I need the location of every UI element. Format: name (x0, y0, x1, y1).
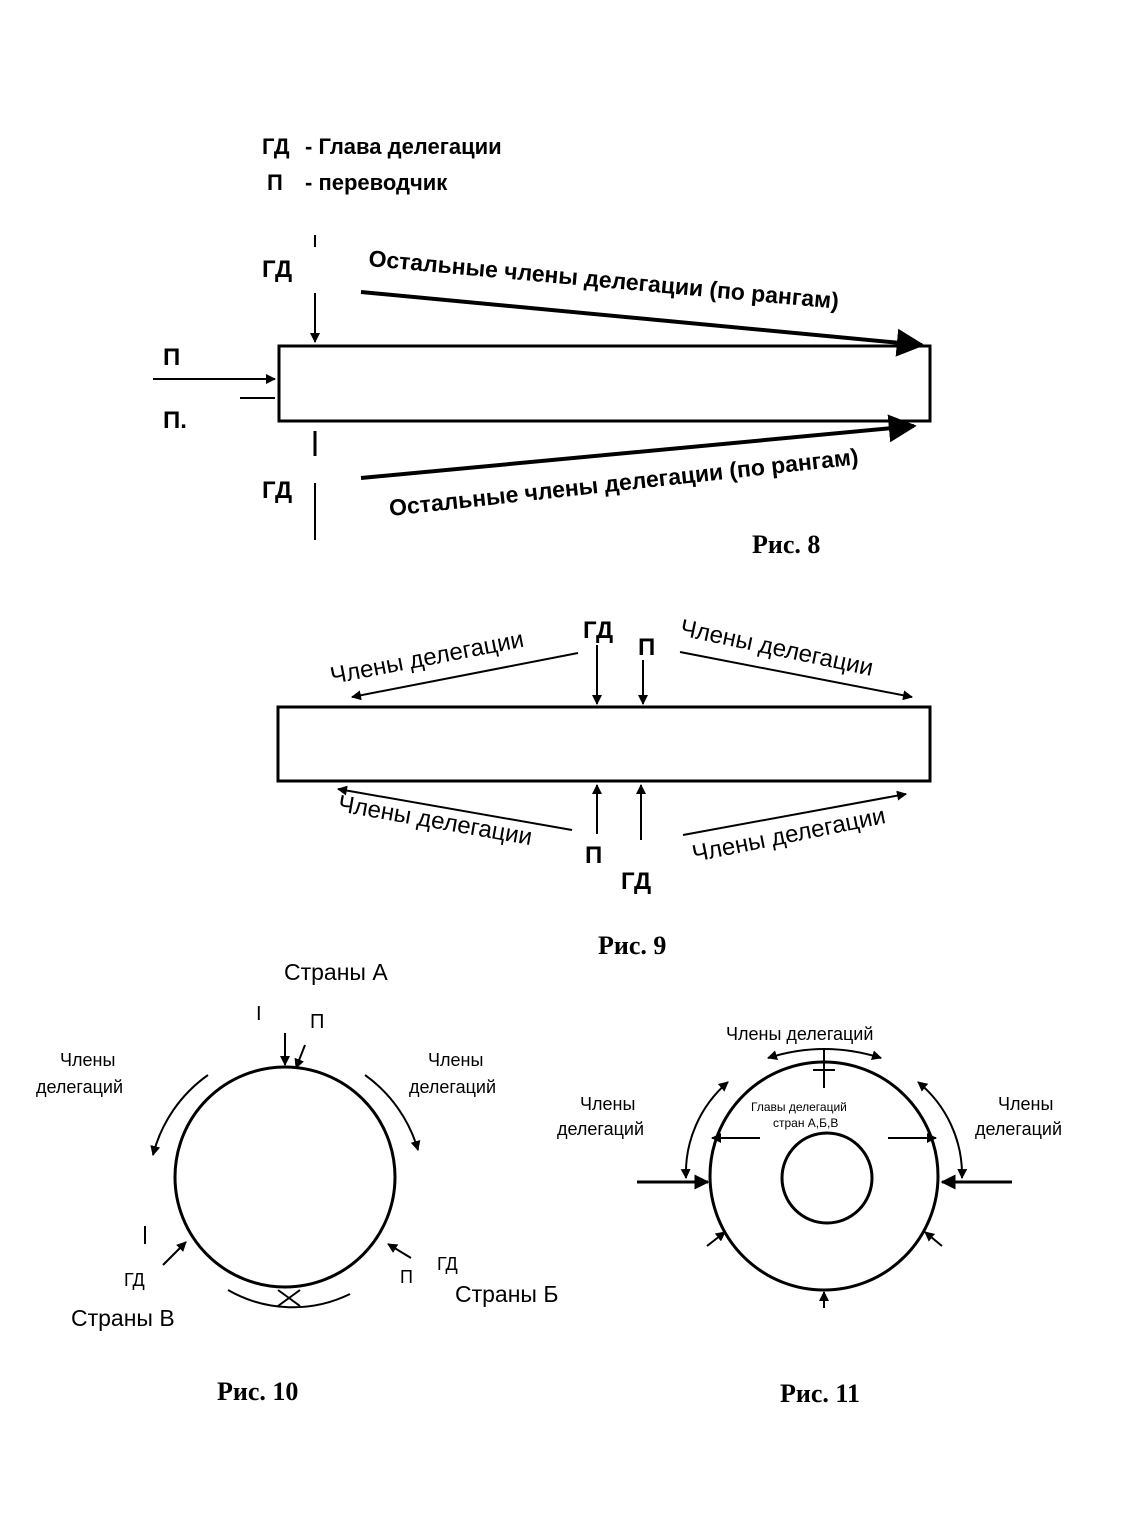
fig10-p-top: П (310, 1011, 324, 1033)
fig8-gd-top: ГД (262, 256, 292, 283)
fig10-countries-v: Страны В (71, 1305, 175, 1331)
fig9-p-bottom: П (585, 842, 602, 869)
fig10-gd-right-arrow (387, 1243, 412, 1259)
fig11-lower-left-arrow (706, 1231, 726, 1247)
fig10-members-left-arc (150, 1074, 209, 1156)
fig11-members-top: Члены делегаций (726, 1024, 873, 1044)
fig10-p-top-arrow (294, 1044, 306, 1069)
fig8-p-bottom: П. (163, 407, 187, 434)
fig10-gd-top: Ӏ (256, 1003, 262, 1025)
fig11-heads-2: стран А,Б,В (773, 1116, 838, 1130)
fig11-table (708, 1060, 940, 1292)
fig10-table (173, 1065, 397, 1289)
fig9-gd-top: ГД (583, 617, 613, 644)
fig10-members-right-2: делегаций (409, 1077, 496, 1097)
fig10-countries-b: Страны Б (455, 1281, 558, 1307)
fig9-members-top-right-arrow (679, 651, 913, 701)
fig11-members-right-1: Члены (998, 1094, 1053, 1114)
fig11-members-left-1: Члены (580, 1094, 635, 1114)
fig11-heads-1: Главы делегаций (751, 1100, 847, 1114)
fig8-p-top: П (163, 344, 180, 371)
legend-gd-abbr: ГД (262, 134, 290, 159)
fig11-caption: Рис. 11 (780, 1379, 860, 1408)
fig11: Члены делегаций Главы делегаций стран А,… (557, 1024, 1062, 1408)
fig8-caption: Рис. 8 (752, 530, 820, 559)
fig10: Страны А Ӏ П Члены делегаций Члены делег… (36, 959, 558, 1406)
fig9: ГД П П ГД Члены делегации Члены делегаци… (276, 614, 932, 960)
fig10-members-right-1: Члены (428, 1050, 483, 1070)
legend-p-desc: - переводчик (305, 170, 448, 195)
fig8-gd-bottom: ГД (262, 477, 292, 504)
fig11-members-right-arc (917, 1081, 968, 1179)
fig9-members-bottom-left-label: Члены делегации (336, 790, 534, 851)
legend-p-abbr: П (267, 170, 283, 195)
fig10-countries-a: Страны А (284, 959, 388, 985)
fig10-gd-right: ГД (437, 1254, 458, 1274)
fig9-members-bottom-left-arrow (337, 785, 573, 831)
fig9-caption: Рис. 9 (598, 931, 666, 960)
fig10-gd-left: ГД (124, 1270, 145, 1290)
fig9-members-top-left-arrow (351, 652, 579, 701)
fig8-members-bottom-arrow (360, 414, 917, 480)
legend: ГД - Глава делегации П - переводчик (262, 134, 502, 195)
fig8-table (277, 344, 932, 423)
fig10-members-left-2: делегаций (36, 1077, 123, 1097)
fig10-bottom-arc (227, 1289, 351, 1309)
fig9-gd-bottom: ГД (621, 868, 651, 895)
fig9-members-top-left-label: Члены делегации (328, 626, 526, 690)
fig10-p-right: П (400, 1267, 413, 1287)
fig10-members-right-arc (364, 1074, 421, 1151)
fig11-lower-right-arrow (924, 1231, 943, 1247)
fig9-p-top: П (638, 634, 655, 661)
fig10-bottom-cross-b (277, 1289, 301, 1307)
fig8-members-top-arrow (360, 290, 925, 357)
fig8: ГД ГД П П. Остальные члены делегации (по… (153, 235, 932, 559)
fig10-members-left-1: Члены (60, 1050, 115, 1070)
fig10-caption: Рис. 10 (217, 1377, 298, 1406)
fig11-members-left-arc (680, 1081, 729, 1179)
fig9-members-bottom-right-label: Члены делегации (690, 802, 888, 868)
fig11-inner-circle (780, 1131, 874, 1225)
fig8-members-top-label: Остальные члены делегации (по рангам) (368, 245, 840, 314)
fig11-members-right-2: делегаций (975, 1119, 1062, 1139)
fig11-members-left-2: делегаций (557, 1119, 644, 1139)
legend-gd-desc: - Глава делегации (305, 134, 502, 159)
fig10-gd-left-arrow (162, 1241, 187, 1266)
fig9-members-bottom-right-arrow (682, 790, 907, 836)
fig11-members-top-arc (767, 1048, 882, 1061)
fig9-table (276, 705, 932, 783)
